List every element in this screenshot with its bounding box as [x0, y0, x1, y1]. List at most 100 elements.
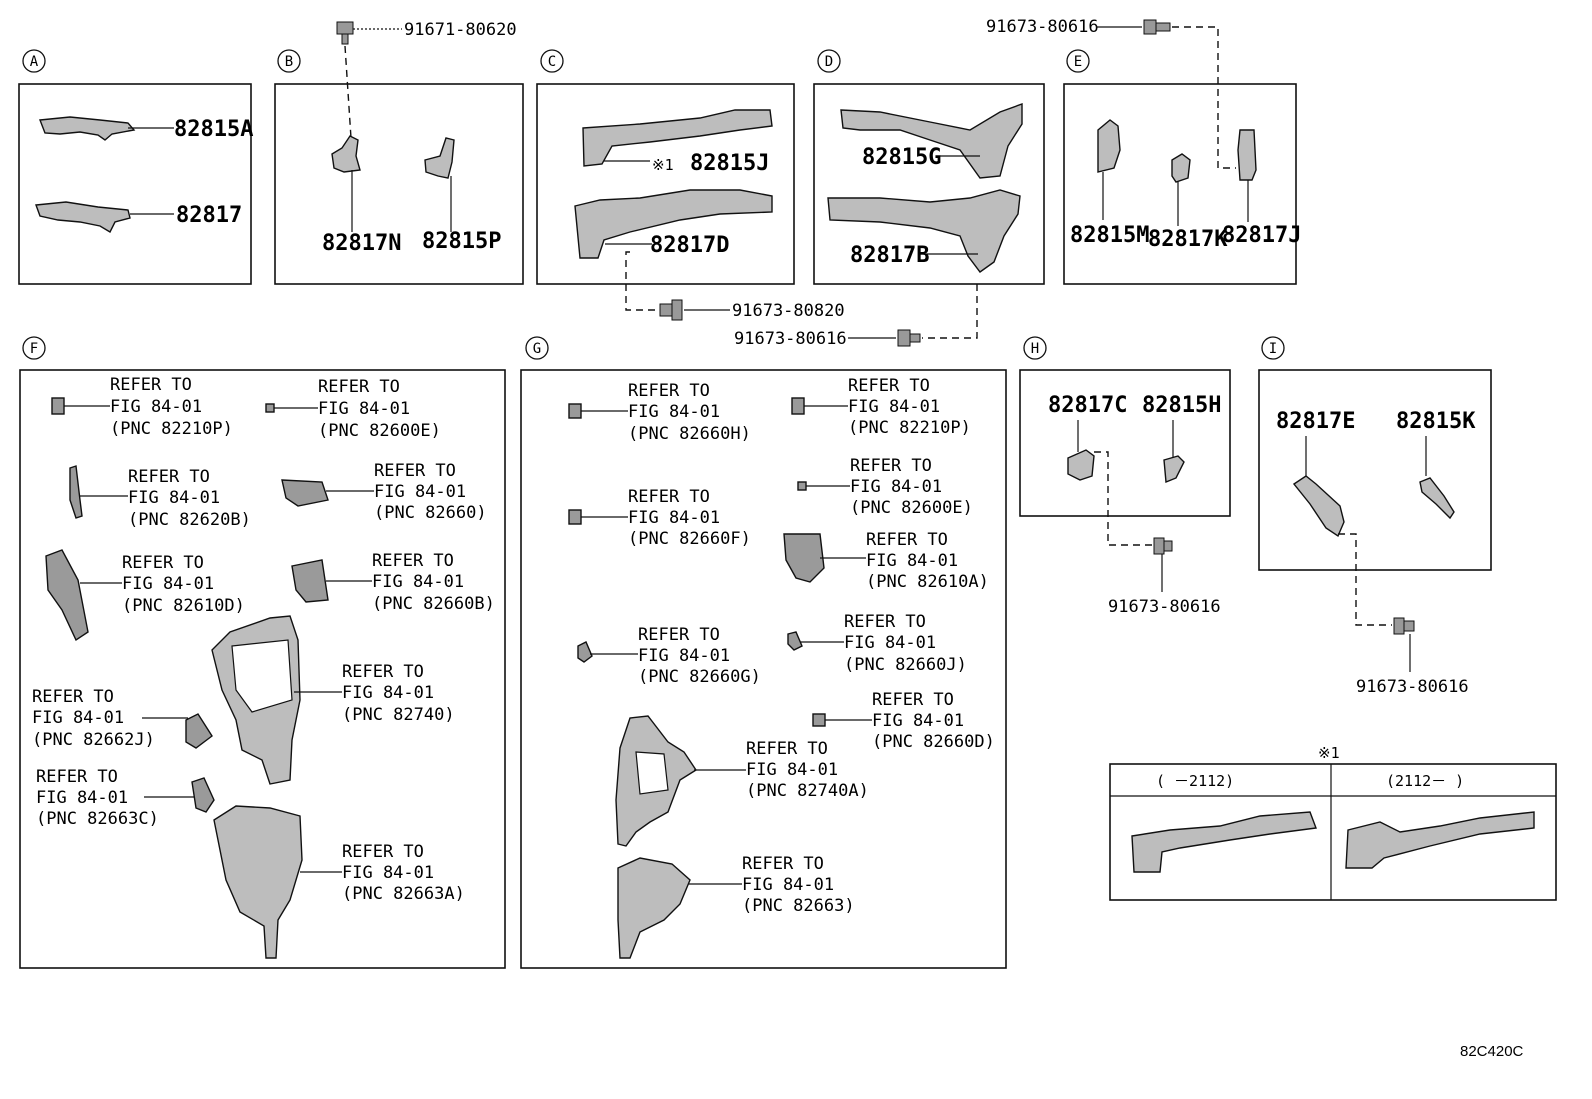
part-82815h-label: 82815H	[1142, 393, 1221, 418]
part-82817n-label: 82817N	[322, 231, 401, 256]
fig-label: FIG 84-01	[628, 402, 720, 422]
refer-to-label: REFER TO	[866, 530, 948, 550]
refer-to-label: REFER TO	[342, 842, 424, 862]
fastener-i-label: 91673-80616	[1356, 677, 1469, 697]
part-82817b-label: 82817B	[850, 243, 929, 268]
part-82817k-illustration	[1171, 153, 1191, 183]
fig-label: FIG 84-01	[122, 574, 214, 594]
pnc-82663a-label: (PNC 82663A)	[342, 884, 465, 904]
refer-to-label: REFER TO	[844, 612, 926, 632]
part-icon	[291, 559, 329, 603]
fastener-d-label: 91673-80616	[734, 329, 847, 349]
note-table	[1109, 763, 1557, 901]
section-label-a: A	[22, 49, 46, 73]
pnc-82660b-label: (PNC 82660B)	[372, 594, 495, 614]
pnc-82600e-label: (PNC 82600E)	[850, 498, 973, 518]
fastener-h-label: 91673-80616	[1108, 597, 1221, 617]
part-82817e-illustration	[1292, 475, 1345, 538]
pnc-82610a-label: (PNC 82610A)	[866, 572, 989, 592]
frame-h	[1019, 369, 1231, 517]
note-table-part-late	[1345, 811, 1535, 869]
part-82817b-illustration	[827, 189, 1021, 273]
part-82815j-label: 82815J	[690, 151, 769, 176]
section-label-b: B	[277, 49, 301, 73]
part-82815p-label: 82815P	[422, 229, 501, 254]
pnc-82210p-label: (PNC 82210P)	[110, 419, 233, 439]
refer-to-label: REFER TO	[342, 662, 424, 682]
part-82817c-label: 82817C	[1048, 393, 1127, 418]
fig-label: FIG 84-01	[128, 488, 220, 508]
svg-text:H: H	[1031, 341, 1039, 357]
part-icon	[281, 479, 329, 507]
section-label-h: H	[1023, 336, 1047, 360]
bolt-icon	[1153, 537, 1173, 555]
svg-text:G: G	[533, 341, 541, 357]
frame-c	[536, 83, 795, 285]
part-82817-illustration	[35, 201, 131, 233]
svg-text:E: E	[1074, 54, 1082, 70]
frame-g	[520, 369, 1007, 969]
fig-label: FIG 84-01	[342, 683, 434, 703]
pnc-82620b-label: (PNC 82620B)	[128, 510, 251, 530]
refer-to-label: REFER TO	[628, 381, 710, 401]
refer-to-label: REFER TO	[372, 551, 454, 571]
pnc-82210p-label: (PNC 82210P)	[848, 418, 971, 438]
frame-b	[274, 83, 524, 285]
bolt-icon	[897, 329, 921, 347]
part-icon	[568, 403, 582, 419]
part-icon	[45, 549, 89, 642]
part-icon	[797, 481, 807, 491]
refer-to-label: REFER TO	[638, 625, 720, 645]
part-82817j-label: 82817J	[1222, 223, 1301, 248]
section-label-e: E	[1066, 49, 1090, 73]
pnc-82660h-label: (PNC 82660H)	[628, 424, 751, 444]
section-label-d: D	[817, 49, 841, 73]
svg-text:C: C	[548, 54, 556, 70]
part-82817e-label: 82817E	[1276, 409, 1355, 434]
svg-text:F: F	[30, 341, 38, 357]
frame-a	[18, 83, 252, 285]
fig-label: FIG 84-01	[372, 572, 464, 592]
fig-label: FIG 84-01	[638, 646, 730, 666]
svg-text:A: A	[30, 54, 39, 70]
part-82817d-label: 82817D	[650, 233, 729, 258]
fig-label: FIG 84-01	[32, 708, 124, 728]
fastener-b-label: 91671-80620	[404, 20, 517, 40]
pnc-82660j-label: (PNC 82660J)	[844, 655, 967, 675]
section-label-f: F	[22, 336, 46, 360]
svg-text:I: I	[1269, 341, 1277, 357]
fig-label: FIG 84-01	[742, 875, 834, 895]
bolt-icon	[659, 299, 683, 321]
pnc-82663-label: (PNC 82663)	[742, 896, 855, 916]
pnc-82660d-label: (PNC 82660D)	[872, 732, 995, 752]
refer-to-label: REFER TO	[628, 487, 710, 507]
refer-to-label: REFER TO	[32, 687, 114, 707]
part-icon	[617, 857, 691, 959]
section-label-g: G	[525, 336, 549, 360]
part-82815k-illustration	[1419, 477, 1455, 520]
diagram-code: 82C420C	[1460, 1043, 1524, 1060]
part-icon	[51, 397, 65, 415]
refer-to-label: REFER TO	[742, 854, 824, 874]
fig-label: FIG 84-01	[342, 863, 434, 883]
part-82815h-illustration	[1163, 455, 1185, 483]
part-icon	[185, 713, 213, 749]
part-82815m-label: 82815M	[1070, 223, 1149, 248]
fig-label: FIG 84-01	[628, 508, 720, 528]
svg-text:B: B	[285, 54, 293, 70]
part-icon	[791, 397, 805, 415]
frame-f	[19, 369, 506, 969]
svg-text:D: D	[825, 54, 833, 70]
part-82817-label: 82817	[176, 203, 242, 228]
note-table-mark: ※1	[1318, 744, 1340, 762]
pnc-82600e-label: (PNC 82600E)	[318, 421, 441, 441]
frame-i	[1258, 369, 1492, 571]
fig-label: FIG 84-01	[318, 399, 410, 419]
part-icon	[812, 713, 826, 727]
bolt-icon	[1143, 19, 1171, 35]
refer-to-label: REFER TO	[848, 376, 930, 396]
refer-to-label: REFER TO	[318, 377, 400, 397]
fastener-e-label: 91673-80616	[986, 17, 1099, 37]
part-icon	[265, 403, 275, 413]
